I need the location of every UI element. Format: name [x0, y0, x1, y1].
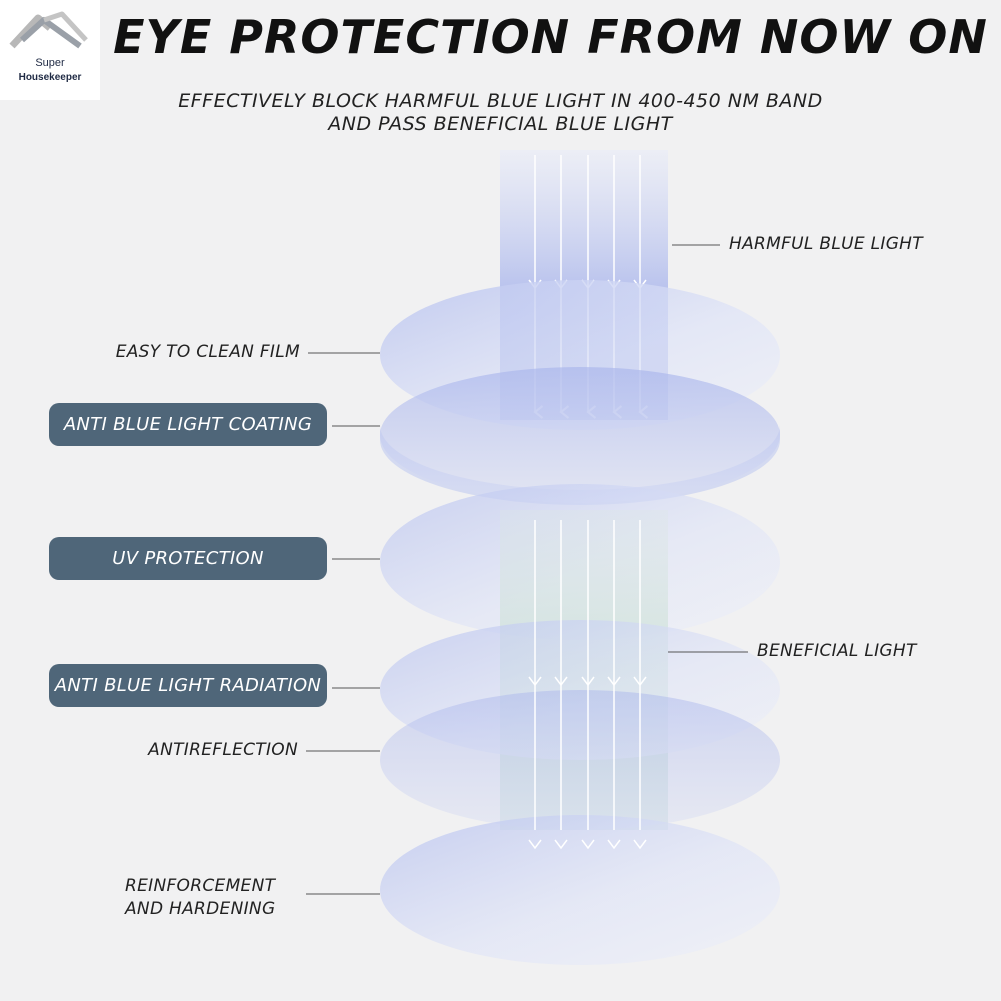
house-roof-icon	[9, 11, 88, 49]
beneficial-light-arrows	[528, 520, 647, 850]
subtitle-line1: EFFECTIVELY BLOCK HARMFUL BLUE LIGHT IN …	[178, 90, 823, 112]
easy-clean-film-label: EASY TO CLEAN FILM	[115, 342, 300, 362]
logo-text-line1: Super	[35, 57, 65, 69]
reinforcement-label-line2: AND HARDENING	[125, 899, 276, 919]
lens-layer-5	[380, 690, 780, 830]
uv-protection-badge: UV PROTECTION	[49, 537, 327, 580]
harmful-blue-light-label: HARMFUL BLUE LIGHT	[729, 234, 923, 254]
lens-layer-2	[380, 367, 780, 505]
antireflection-label: ANTIREFLECTION	[148, 740, 298, 760]
anti-blue-light-radiation-badge: ANTI BLUE LIGHT RADIATION	[49, 664, 327, 707]
leader-lines	[306, 244, 748, 895]
brand-logo: Super Housekeeper	[0, 0, 100, 100]
page-title: EYE PROTECTION FROM NOW ON	[113, 10, 988, 64]
lens-layer-6	[380, 815, 780, 965]
beneficial-light-label: BENEFICIAL LIGHT	[757, 641, 917, 661]
logo-text-line2: Housekeeper	[18, 72, 82, 83]
reinforcement-label-line1: REINFORCEMENT	[125, 876, 276, 896]
subtitle-line2: AND PASS BENEFICIAL BLUE LIGHT	[328, 113, 673, 135]
anti-blue-light-coating-badge: ANTI BLUE LIGHT COATING	[49, 403, 327, 446]
page-subtitle: EFFECTIVELY BLOCK HARMFUL BLUE LIGHT IN …	[0, 90, 1001, 136]
